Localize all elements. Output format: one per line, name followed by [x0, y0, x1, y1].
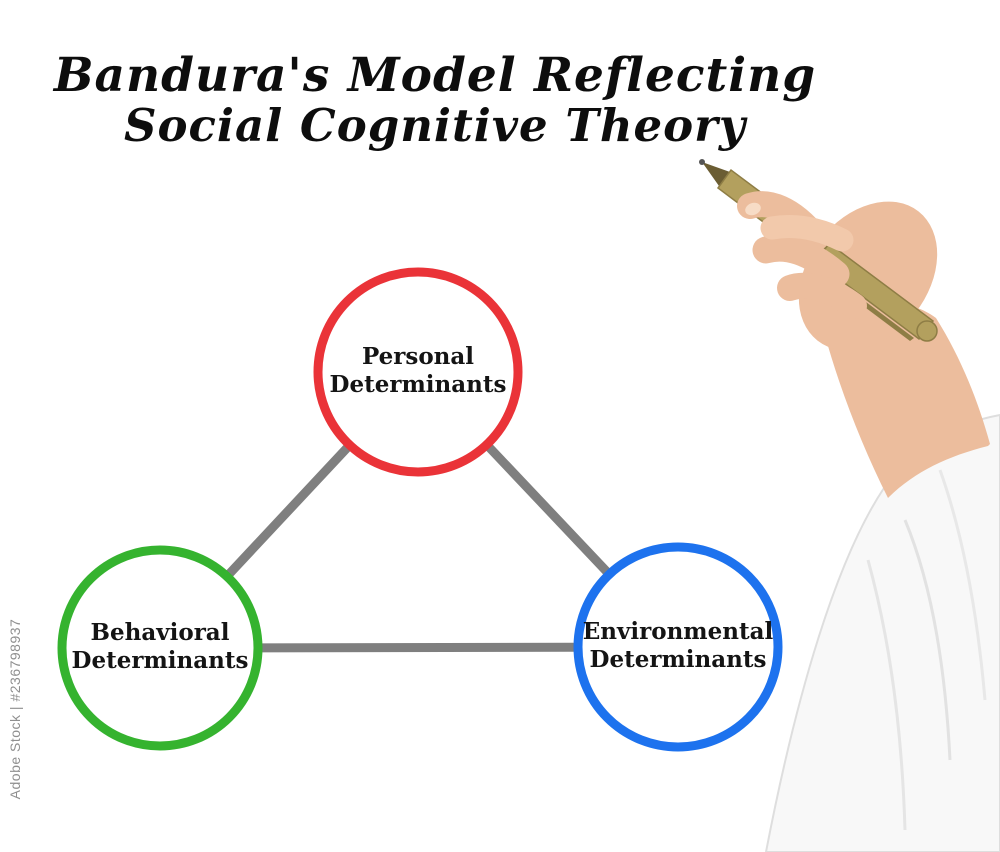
- watermark-text: Adobe Stock | #236798937: [7, 618, 23, 800]
- diagram-title: Bandura's Model Reflecting Social Cognit…: [0, 48, 870, 152]
- finger-ring: [777, 272, 867, 319]
- node-behavioral: Behavioral Determinants: [57, 545, 263, 751]
- behavioral-label-line2: Determinants: [72, 647, 249, 674]
- finger-middle: [752, 234, 850, 288]
- thumb: [760, 215, 854, 252]
- personal-label-line2: Determinants: [330, 371, 507, 398]
- personal-label-line1: Personal: [362, 343, 474, 370]
- hand-with-pen-photo: [699, 159, 1000, 852]
- sleeve-fold-line: [938, 469, 987, 701]
- circle-behavioral: [57, 545, 263, 751]
- circle-personal: [313, 267, 523, 477]
- title-line-2: Social Cognitive Theory: [123, 98, 747, 152]
- behavioral-label-line1: Behavioral: [91, 619, 230, 646]
- environmental-label-line1: Environmental: [583, 618, 774, 645]
- title-line-1: Bandura's Model Reflecting: [53, 48, 817, 103]
- node-personal: Personal Determinants: [313, 267, 523, 477]
- node-environmental: Environmental Determinants: [573, 542, 783, 752]
- fingernail: [745, 202, 761, 216]
- pen-end-cap: [916, 320, 938, 342]
- hand-forearm: [824, 303, 990, 498]
- environmental-label-line2: Determinants: [590, 646, 767, 673]
- sleeve-fold-line: [866, 559, 907, 831]
- circle-environmental: [573, 542, 783, 752]
- pen-tip-ball: [699, 159, 705, 165]
- sleeve-fold-line: [903, 519, 952, 761]
